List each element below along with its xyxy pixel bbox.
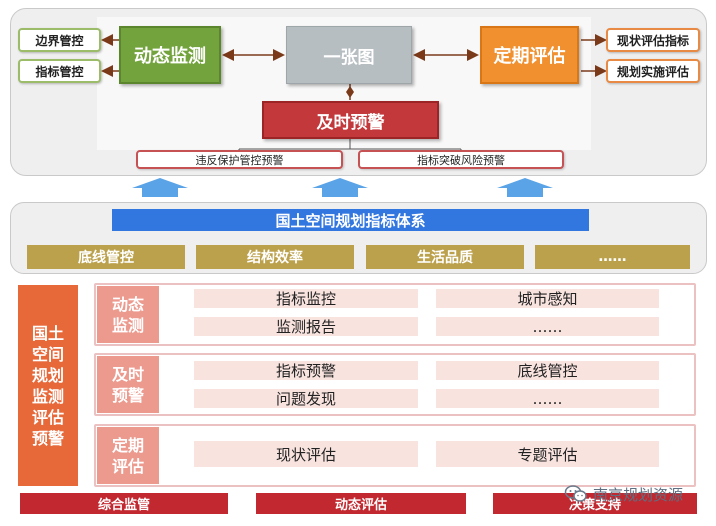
cell-text: …… xyxy=(532,317,563,336)
periodic-evaluation-box: 定期评估 xyxy=(480,26,579,84)
category-more: …… xyxy=(535,245,690,269)
cell-current-evaluation: 现状评估 xyxy=(194,441,418,467)
boundary-control-label: 边界管控 xyxy=(35,33,84,48)
cell-bottom-line-control: 底线管控 xyxy=(436,361,659,380)
cell-indicator-monitoring: 指标监控 xyxy=(194,289,418,308)
cell-text: 底线管控 xyxy=(517,362,578,380)
cell-problem-discovery: 问题发现 xyxy=(194,389,418,408)
one-map-label: 一张图 xyxy=(323,47,375,68)
up-arrow-icon xyxy=(497,178,553,197)
plan-implementation-evaluation-box: 规划实施评估 xyxy=(606,59,700,83)
indicator-risk-warning-label: 指标突破风险预警 xyxy=(417,153,505,167)
current-evaluation-indicator-label: 现状评估指标 xyxy=(616,33,689,48)
category-label: …… xyxy=(598,249,627,265)
protection-violation-warning-label: 违反保护管控预警 xyxy=(195,153,284,167)
plan-implementation-evaluation-label: 规划实施评估 xyxy=(616,64,689,79)
left-title-bar: 国土空间规划监测评估预警 xyxy=(18,285,78,486)
cell-text: 指标监控 xyxy=(275,290,336,308)
cell-text: 问题发现 xyxy=(275,390,336,408)
category-label: 底线管控 xyxy=(78,250,134,266)
footer-label: 综合监管 xyxy=(97,498,150,513)
category-life-quality: 生活品质 xyxy=(366,245,524,269)
cell-urban-perception: 城市感知 xyxy=(436,289,659,308)
cell-topic-evaluation: 专题评估 xyxy=(436,441,659,467)
category-label: 结构效率 xyxy=(247,250,303,266)
cell-more: …… xyxy=(436,317,659,336)
watermark-text: 南京规划资源 xyxy=(593,485,684,504)
footer-decision-support: 决策支持 xyxy=(493,493,697,514)
category-label: 生活品质 xyxy=(417,250,473,266)
watermark: 南京规划资源 xyxy=(564,481,711,507)
row-label-text: 定期评估 xyxy=(111,435,144,476)
periodic-evaluation-label: 定期评估 xyxy=(493,46,566,67)
dynamic-monitoring-label: 动态监测 xyxy=(134,46,206,67)
row-label-text: 动态监测 xyxy=(111,294,144,335)
row-label-text: 及时预警 xyxy=(111,364,144,405)
footer-label: 决策支持 xyxy=(568,498,621,513)
cell-text: 指标预警 xyxy=(275,362,336,380)
cell-text: 专题评估 xyxy=(517,445,578,464)
left-title-label: 国土空间规划监测评估预警 xyxy=(31,323,64,448)
timely-warning-box: 及时预警 xyxy=(262,101,439,139)
timely-warning-label: 及时预警 xyxy=(316,112,385,133)
row-label-dynamic-monitoring: 动态监测 xyxy=(97,286,159,343)
wechat-icon xyxy=(564,485,587,502)
footer-label: 动态评估 xyxy=(334,498,387,513)
top-connectors xyxy=(101,34,607,197)
category-bottom-line-control: 底线管控 xyxy=(27,245,185,269)
one-map-box: 一张图 xyxy=(286,26,412,84)
footer-comprehensive-supervision: 综合监管 xyxy=(20,493,228,514)
category-structural-efficiency: 结构效率 xyxy=(196,245,354,269)
cell-text: 现状评估 xyxy=(275,445,336,464)
row-label-periodic-evaluation: 定期评估 xyxy=(97,427,159,484)
row-label-timely-warning: 及时预警 xyxy=(97,356,159,413)
cell-text: 监测报告 xyxy=(275,318,336,336)
boundary-control-box: 边界管控 xyxy=(18,28,101,52)
current-evaluation-indicator-box: 现状评估指标 xyxy=(606,28,700,52)
indicator-control-label: 指标管控 xyxy=(35,64,84,79)
up-arrow-icon xyxy=(132,178,188,197)
cell-text: …… xyxy=(532,389,563,408)
cell-monitoring-report: 监测报告 xyxy=(194,317,418,336)
up-arrow-icon xyxy=(312,178,368,197)
cell-text: 城市感知 xyxy=(517,290,578,308)
footer-dynamic-evaluation: 动态评估 xyxy=(256,493,466,514)
dynamic-monitoring-box: 动态监测 xyxy=(119,26,221,84)
protection-violation-warning-box: 违反保护管控预警 xyxy=(136,150,343,169)
indicator-risk-warning-box: 指标突破风险预警 xyxy=(358,150,564,169)
indicator-system-title: 国土空间规划指标体系 xyxy=(275,211,426,230)
indicator-control-box: 指标管控 xyxy=(18,59,101,83)
cell-more: …… xyxy=(436,389,659,408)
indicator-system-title-bar: 国土空间规划指标体系 xyxy=(112,209,589,231)
cell-indicator-warning: 指标预警 xyxy=(194,361,418,380)
